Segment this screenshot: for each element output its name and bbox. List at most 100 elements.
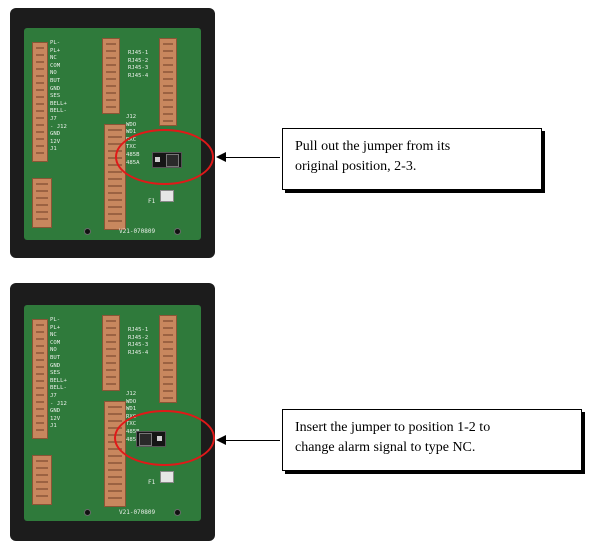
connector-pin (36, 110, 44, 112)
connector-pin (36, 429, 44, 431)
connector-pin (36, 103, 44, 105)
header-middle (102, 315, 120, 391)
connector-pin (36, 54, 44, 56)
callout-line: Pull out the jumper from its (295, 139, 451, 154)
connector-pin (108, 476, 122, 478)
connector-pin (36, 422, 44, 424)
connector-pin (106, 327, 116, 329)
connector-pin (106, 341, 116, 343)
connector-pin (163, 99, 173, 101)
header-middle (102, 38, 120, 114)
connector-pin (163, 120, 173, 122)
connector-pin (108, 413, 122, 415)
connector-pin (106, 92, 116, 94)
silkscreen-left: PL- PL+ NC COM NO BUT GND SES BELL+ BELL… (50, 317, 67, 430)
connector-pin (108, 406, 122, 408)
terminal-block-left-lower (32, 455, 52, 505)
connector-pin (106, 50, 116, 52)
connector-pin (36, 394, 44, 396)
connector-pin (106, 85, 116, 87)
highlight-circle-top (115, 129, 214, 185)
connector-pin (36, 124, 44, 126)
connector-pin (36, 218, 48, 220)
connector-pin (36, 61, 44, 63)
connector-pin (108, 171, 122, 173)
connector-pin (106, 64, 116, 66)
connector-pin (163, 376, 173, 378)
chip-label: F1 (148, 479, 156, 486)
connector-pin (163, 334, 173, 336)
connector-pin (163, 369, 173, 371)
connector-pin (106, 57, 116, 59)
connector-pin (163, 362, 173, 364)
mount-hole (84, 509, 91, 516)
fuse-chip (160, 471, 174, 483)
mount-hole (84, 228, 91, 235)
connector-pin (108, 455, 122, 457)
connector-pin (163, 106, 173, 108)
connector-pin (36, 460, 48, 462)
header-right (159, 315, 177, 403)
connector-pin (108, 213, 122, 215)
connector-pin (36, 481, 48, 483)
connector-pin (163, 64, 173, 66)
connector-pin (106, 99, 116, 101)
connector-pin (106, 355, 116, 357)
connector-pin (108, 220, 122, 222)
connector-pin (108, 483, 122, 485)
chip-label: F1 (148, 198, 156, 205)
connector-pin (163, 341, 173, 343)
connector-pin (108, 178, 122, 180)
board-code: V21-070809 (119, 228, 156, 235)
connector-pin (36, 68, 44, 70)
header-right (159, 38, 177, 126)
connector-pin (108, 206, 122, 208)
silkscreen-right: RJ45-1 RJ45-2 RJ45-3 RJ45-4 (128, 327, 149, 356)
connector-pin (163, 50, 173, 52)
silkscreen-left: PL- PL+ NC COM NO BUT GND SES BELL+ BELL… (50, 40, 67, 153)
connector-pin (36, 380, 44, 382)
connector-pin (108, 490, 122, 492)
instruction-callout-bottom: Insert the jumper to position 1-2 to cha… (282, 409, 582, 471)
connector-pin (108, 164, 122, 166)
connector-pin (108, 192, 122, 194)
connector-pin (36, 152, 44, 154)
connector-pin (163, 57, 173, 59)
connector-pin (163, 71, 173, 73)
connector-pin (163, 383, 173, 385)
silkscreen-right: RJ45-1 RJ45-2 RJ45-3 RJ45-4 (128, 50, 149, 79)
connector-pin (36, 408, 44, 410)
connector-pin (163, 43, 173, 45)
connector-pin (36, 359, 44, 361)
connector-pin (106, 362, 116, 364)
connector-pin (108, 185, 122, 187)
connector-pin (106, 106, 116, 108)
connector-pin (36, 82, 44, 84)
connector-pin (106, 78, 116, 80)
connector-pin (36, 47, 44, 49)
connector-pin (108, 143, 122, 145)
connector-pin (163, 348, 173, 350)
fuse-chip (160, 190, 174, 202)
connector-pin (163, 92, 173, 94)
callout-line: Insert the jumper to position 1-2 to (295, 420, 491, 435)
connector-pin (106, 43, 116, 45)
terminal-block-left (32, 42, 48, 162)
connector-pin (36, 204, 48, 206)
connector-pin (36, 117, 44, 119)
connector-pin (36, 75, 44, 77)
callout-line: original position, 2-3. (295, 159, 417, 174)
connector-pin (36, 183, 48, 185)
mount-hole (174, 228, 181, 235)
connector-pin (106, 369, 116, 371)
connector-pin (108, 497, 122, 499)
connector-pin (36, 474, 48, 476)
terminal-block-left (32, 319, 48, 439)
connector-pin (108, 136, 122, 138)
connector-pin (108, 427, 122, 429)
connector-pin (108, 199, 122, 201)
header-middle-lower (104, 124, 126, 230)
connector-pin (163, 85, 173, 87)
connector-pin (163, 390, 173, 392)
connector-pin (36, 131, 44, 133)
